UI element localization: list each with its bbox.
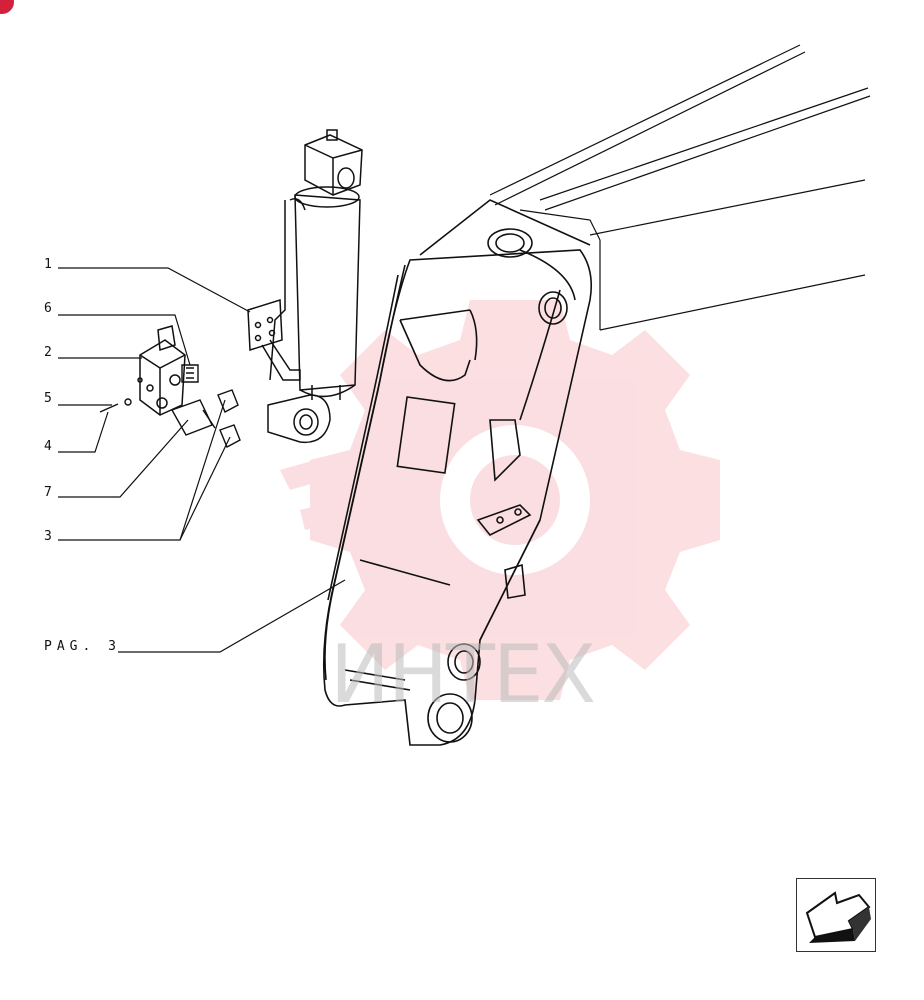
valve-block [137, 325, 186, 416]
leader-lines [58, 267, 346, 653]
callout-5: 5 [44, 391, 52, 406]
page-reference-link[interactable]: PAG. 3 [44, 639, 121, 654]
boom-body [322, 199, 593, 746]
next-page-button[interactable] [796, 878, 876, 952]
callout-6: 6 [44, 301, 52, 316]
callout-7: 7 [44, 485, 52, 500]
callout-2: 2 [44, 345, 52, 360]
boom-arm [489, 44, 871, 331]
watermark-text: ИНТЕХ [330, 628, 596, 721]
hydraulic-cylinder [247, 129, 363, 444]
callout-1: 1 [44, 257, 52, 272]
next-page-arrow-icon [805, 891, 871, 943]
callout-4: 4 [44, 439, 52, 454]
callout-3: 3 [44, 529, 52, 544]
